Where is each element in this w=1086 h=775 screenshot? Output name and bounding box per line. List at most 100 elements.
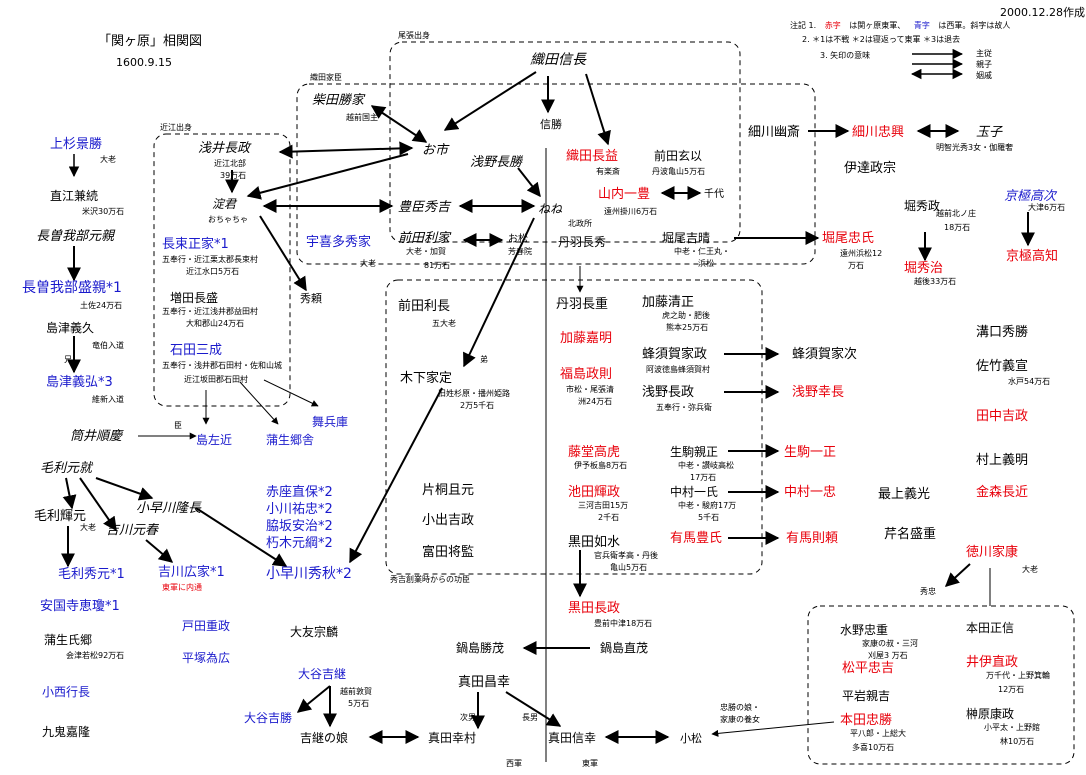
person-asano-nagakatsu: 浅野長勝 (470, 155, 524, 170)
person-kikkawa-hiroie-note-note: 東軍に内通 (162, 582, 202, 592)
person-maeda-toshiie: 前田利家 (398, 230, 452, 246)
person-arima-toyouji: 有馬豊氏 (670, 531, 722, 546)
person-ii-note2-note: 12万石 (998, 685, 1024, 694)
arrows (61, 48, 1035, 744)
tokugawa-vassals-box (807, 605, 1075, 765)
person-honda-tk-note2-note: 多喜10万石 (852, 742, 894, 752)
person-sanada-masayuki: 真田昌幸 (458, 675, 510, 690)
person-maeda-tn-note-note: 五大老 (432, 318, 456, 328)
group-boxes (153, 41, 1075, 765)
person-natsuka-note2-note: 近江水口5万石 (186, 266, 239, 276)
person-shima-sakon: 島左近 (196, 432, 232, 447)
person-nene: ねね (538, 202, 563, 216)
person-yoshitsugu-daughter: 吉継の娘 (300, 730, 348, 745)
person-date-masamune: 伊達政宗 (844, 160, 896, 176)
person-mogami: 最上義光 (878, 486, 930, 502)
arrow-mori-kikkawa (79, 477, 117, 532)
shibata-vassals-label: 織田家臣 (310, 72, 342, 82)
person-gamo-hy-note-note: 会津若松92万石 (66, 650, 124, 660)
person-mori-hidemoto: 毛利秀元*1 (58, 567, 125, 582)
person-ikoma-kazumasa: 生駒一正 (784, 445, 836, 460)
person-asano-yukinaga: 浅野幸長 (792, 385, 844, 400)
person-nakamura-kazutada: 中村一忠 (784, 485, 836, 500)
person-nabeshima-katsushige: 鍋島勝茂 (456, 640, 504, 655)
arrow-nene-kinoshita (463, 217, 535, 368)
person-hori-hideharu: 堀秀治 (904, 261, 943, 276)
person-niwa-nagashige: 丹羽長重 (556, 296, 608, 312)
person-horio-yh-note2-note: 浜松 (698, 258, 714, 268)
legend-line-1: 注記 1. 赤字 は関ヶ原東軍、 青字 は西軍。斜字は故人 (790, 20, 1010, 30)
person-hori-hm-note2-note: 18万石 (944, 223, 970, 232)
person-kato-km-note1-note: 虎之助・肥後 (662, 310, 710, 320)
person-mashita-note2-note: 大和郡山24万石 (186, 318, 244, 328)
person-kuroda-josui: 黒田如水 (568, 534, 620, 550)
person-hachisuka-iemasa: 蜂須賀家政 (642, 346, 707, 362)
arrow-otani (296, 685, 331, 713)
person-serina: 芹名盛重 (884, 526, 936, 542)
person-tsutsui: 筒井順慶 (70, 429, 124, 444)
person-hori-hm-note1-note: 越前北ノ庄 (936, 208, 976, 218)
person-otani-yoshikatsu: 大谷吉勝 (244, 710, 292, 725)
person-mori-terumoto2: 毛利輝元 (34, 509, 86, 524)
person-kikkawa-motoharu: 吉川元春 (106, 523, 160, 538)
person-naoe-note-note: 米沢30万石 (82, 206, 124, 216)
people-nodes: 織田信長柴田勝家越前国主お市信勝織田長益有楽斎浅井長政近江北部39万石淀君おちゃ… (22, 52, 1065, 768)
person-ukita-note-note: 大老 (360, 258, 376, 268)
person-ankokuji: 安国寺恵瓊*1 (40, 599, 120, 614)
person-tomita: 富田将監 (422, 544, 474, 560)
person-chosokabe-note-note: 土佐24万石 (80, 300, 122, 310)
person-kyogoku-tk-note-note: 大津6万石 (1028, 202, 1065, 212)
person-nakamura-note1-note: 中老・駿府17万 (678, 500, 736, 510)
person-hosokawa-tadaoki: 細川忠興 (852, 125, 904, 140)
person-sanada-yukimura: 真田幸村 (428, 731, 476, 745)
arrow-nobunaga-oichi (443, 71, 537, 131)
person-honda-masanobu: 本田正信 (966, 621, 1014, 635)
person-wakisaka: 脇坂安治*2 (266, 519, 333, 534)
arrow-tokugawa-hidetada (944, 563, 971, 587)
person-ii-note1-note: 万千代・上野箕輪 (986, 670, 1050, 680)
person-nobukatsu: 信勝 (540, 117, 562, 131)
person-otomo: 大友宗麟 (290, 624, 338, 639)
person-kikkawa-hiroie: 吉川広家*1 (158, 564, 225, 580)
person-maeda-geni: 前田玄以 (654, 148, 702, 163)
person-maeda-toshinaga: 前田利長 (398, 298, 450, 314)
person-kato-km-note2-note: 熊本25万石 (666, 322, 708, 332)
person-yamauchi: 山内一豊 (598, 186, 650, 202)
person-shimazu-yoshihisa: 島津義久 (46, 320, 94, 335)
legend: 注記 1. 赤字 は関ヶ原東軍、 青字 は西軍。斜字は故人 2. ＊1は不戦 ＊… (790, 20, 1010, 80)
hideyoshi-vassals-box (385, 279, 763, 575)
person-asano-nagamasa: 浅野長政 (642, 385, 694, 400)
omi-label: 近江出身 (160, 122, 192, 132)
shibata-group-box (296, 83, 816, 265)
person-komatsu: 小松 (680, 731, 702, 745)
person-komatsu-note2-note: 家康の養女 (720, 714, 760, 724)
person-kato-kiyomasa: 加藤清正 (642, 295, 694, 310)
person-otani-yt-note1-note: 越前敦賀 (340, 686, 372, 696)
person-ishida-note2-note: 近江坂田郡石田村 (184, 374, 248, 384)
person-hosokawa-yusai: 細川幽斎 (748, 124, 800, 140)
person-naoe: 直江兼続 (50, 189, 98, 203)
person-sanada-nobuyuki: 真田信幸 (548, 731, 596, 745)
arrow-yodo-hideyori (259, 215, 307, 292)
person-maeda-ti-note2-note: 81万石 (424, 261, 450, 270)
person-mizuno: 水野忠重 (840, 623, 888, 637)
person-fukushima: 福島政則 (560, 367, 612, 382)
person-mashita: 増田長盛 (170, 290, 218, 305)
person-ishida: 石田三成 (170, 343, 222, 358)
arrow-ishida-gamo (239, 381, 279, 425)
person-sakakibara: 榊原康政 (966, 706, 1014, 721)
person-chiyo: 千代 (704, 188, 724, 200)
person-nakamura-note2-note: 5千石 (698, 512, 719, 522)
person-omatsu: お松 (508, 232, 528, 245)
legend-arrow-label-1: 主従 (976, 48, 992, 58)
person-asano-nm-note-note: 五奉行・弥兵衛 (656, 402, 712, 412)
person-horio-tadauji: 堀尾忠氏 (822, 231, 874, 246)
person-honda-tadakatsu: 本田忠勝 (840, 713, 892, 728)
person-horio-ta-note1-note: 遠州浜松12 (840, 248, 882, 258)
person-hiraiwa: 平岩親吉 (842, 688, 890, 703)
person-kyogoku-takatsugu: 京極高次 (1004, 188, 1058, 204)
person-satake-note-note: 水戸54万石 (1008, 376, 1050, 386)
arrow-masayuki-nobuyuki (505, 691, 562, 727)
person-mizuno-note1-note: 家康の叔・三河 (862, 638, 918, 648)
person-ishida-note1-note: 五奉行・浅井郡石田村・佐和山城 (162, 360, 282, 370)
